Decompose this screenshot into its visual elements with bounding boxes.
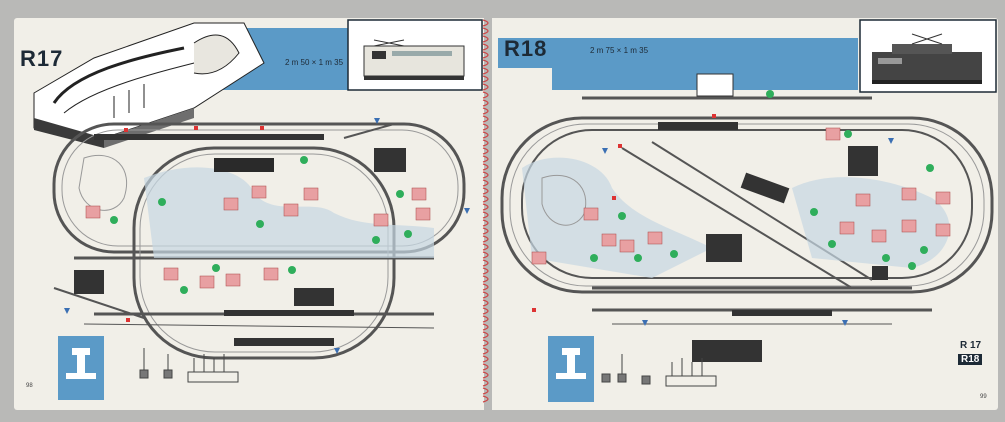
index-item-r18: R18 bbox=[958, 354, 983, 365]
right-page: R18 2 m 75 × 1 m 35 R 17 R18 99 bbox=[492, 18, 998, 410]
signals bbox=[532, 114, 894, 326]
terrain-area bbox=[522, 157, 712, 278]
plan-code-title: R18 bbox=[504, 36, 548, 61]
houses bbox=[531, 127, 951, 265]
title-banner bbox=[498, 38, 858, 68]
freight-shed bbox=[740, 172, 790, 204]
left-page: R17 2 m 50 × 1 m 35 98 bbox=[14, 18, 484, 410]
depot-building bbox=[74, 270, 104, 294]
station-building bbox=[214, 158, 274, 172]
control-panel-symbols bbox=[601, 354, 717, 387]
page-number: 99 bbox=[980, 394, 987, 400]
platform-top bbox=[658, 122, 738, 130]
rail-profile-icon bbox=[556, 348, 586, 379]
platform-middle bbox=[732, 310, 832, 316]
plan-code-title: R17 bbox=[20, 46, 64, 71]
trees bbox=[590, 90, 934, 270]
terrain-area-east bbox=[792, 177, 950, 268]
crocodile-locomotive-illustration bbox=[872, 33, 982, 84]
platform-bottom bbox=[234, 338, 334, 346]
signals bbox=[64, 118, 470, 354]
hill-contours bbox=[78, 154, 128, 211]
left-page-graphics bbox=[33, 19, 483, 400]
main-station bbox=[692, 340, 762, 362]
control-panel-symbols bbox=[139, 348, 239, 383]
engine-shed bbox=[848, 146, 878, 176]
rail-profile-icon bbox=[66, 348, 96, 379]
page-number: 98 bbox=[26, 383, 33, 389]
platform-middle bbox=[224, 310, 354, 316]
mountain-layout-illustration bbox=[33, 22, 265, 148]
goods-depot bbox=[706, 234, 742, 262]
station-building bbox=[696, 73, 734, 97]
houses bbox=[85, 185, 431, 289]
spiral-binding bbox=[482, 19, 489, 403]
index-item-r17: R 17 bbox=[960, 340, 982, 351]
layout-dimensions: 2 m 50 × 1 m 35 bbox=[285, 58, 344, 67]
engine-shed bbox=[374, 148, 406, 172]
trees bbox=[110, 156, 412, 294]
electric-locomotive-illustration bbox=[363, 39, 465, 80]
platform-top bbox=[94, 134, 324, 140]
right-page-graphics bbox=[498, 19, 997, 402]
goods-shed bbox=[294, 288, 334, 306]
layout-dimensions: 2 m 75 × 1 m 35 bbox=[590, 46, 649, 55]
signal-box bbox=[872, 266, 888, 280]
